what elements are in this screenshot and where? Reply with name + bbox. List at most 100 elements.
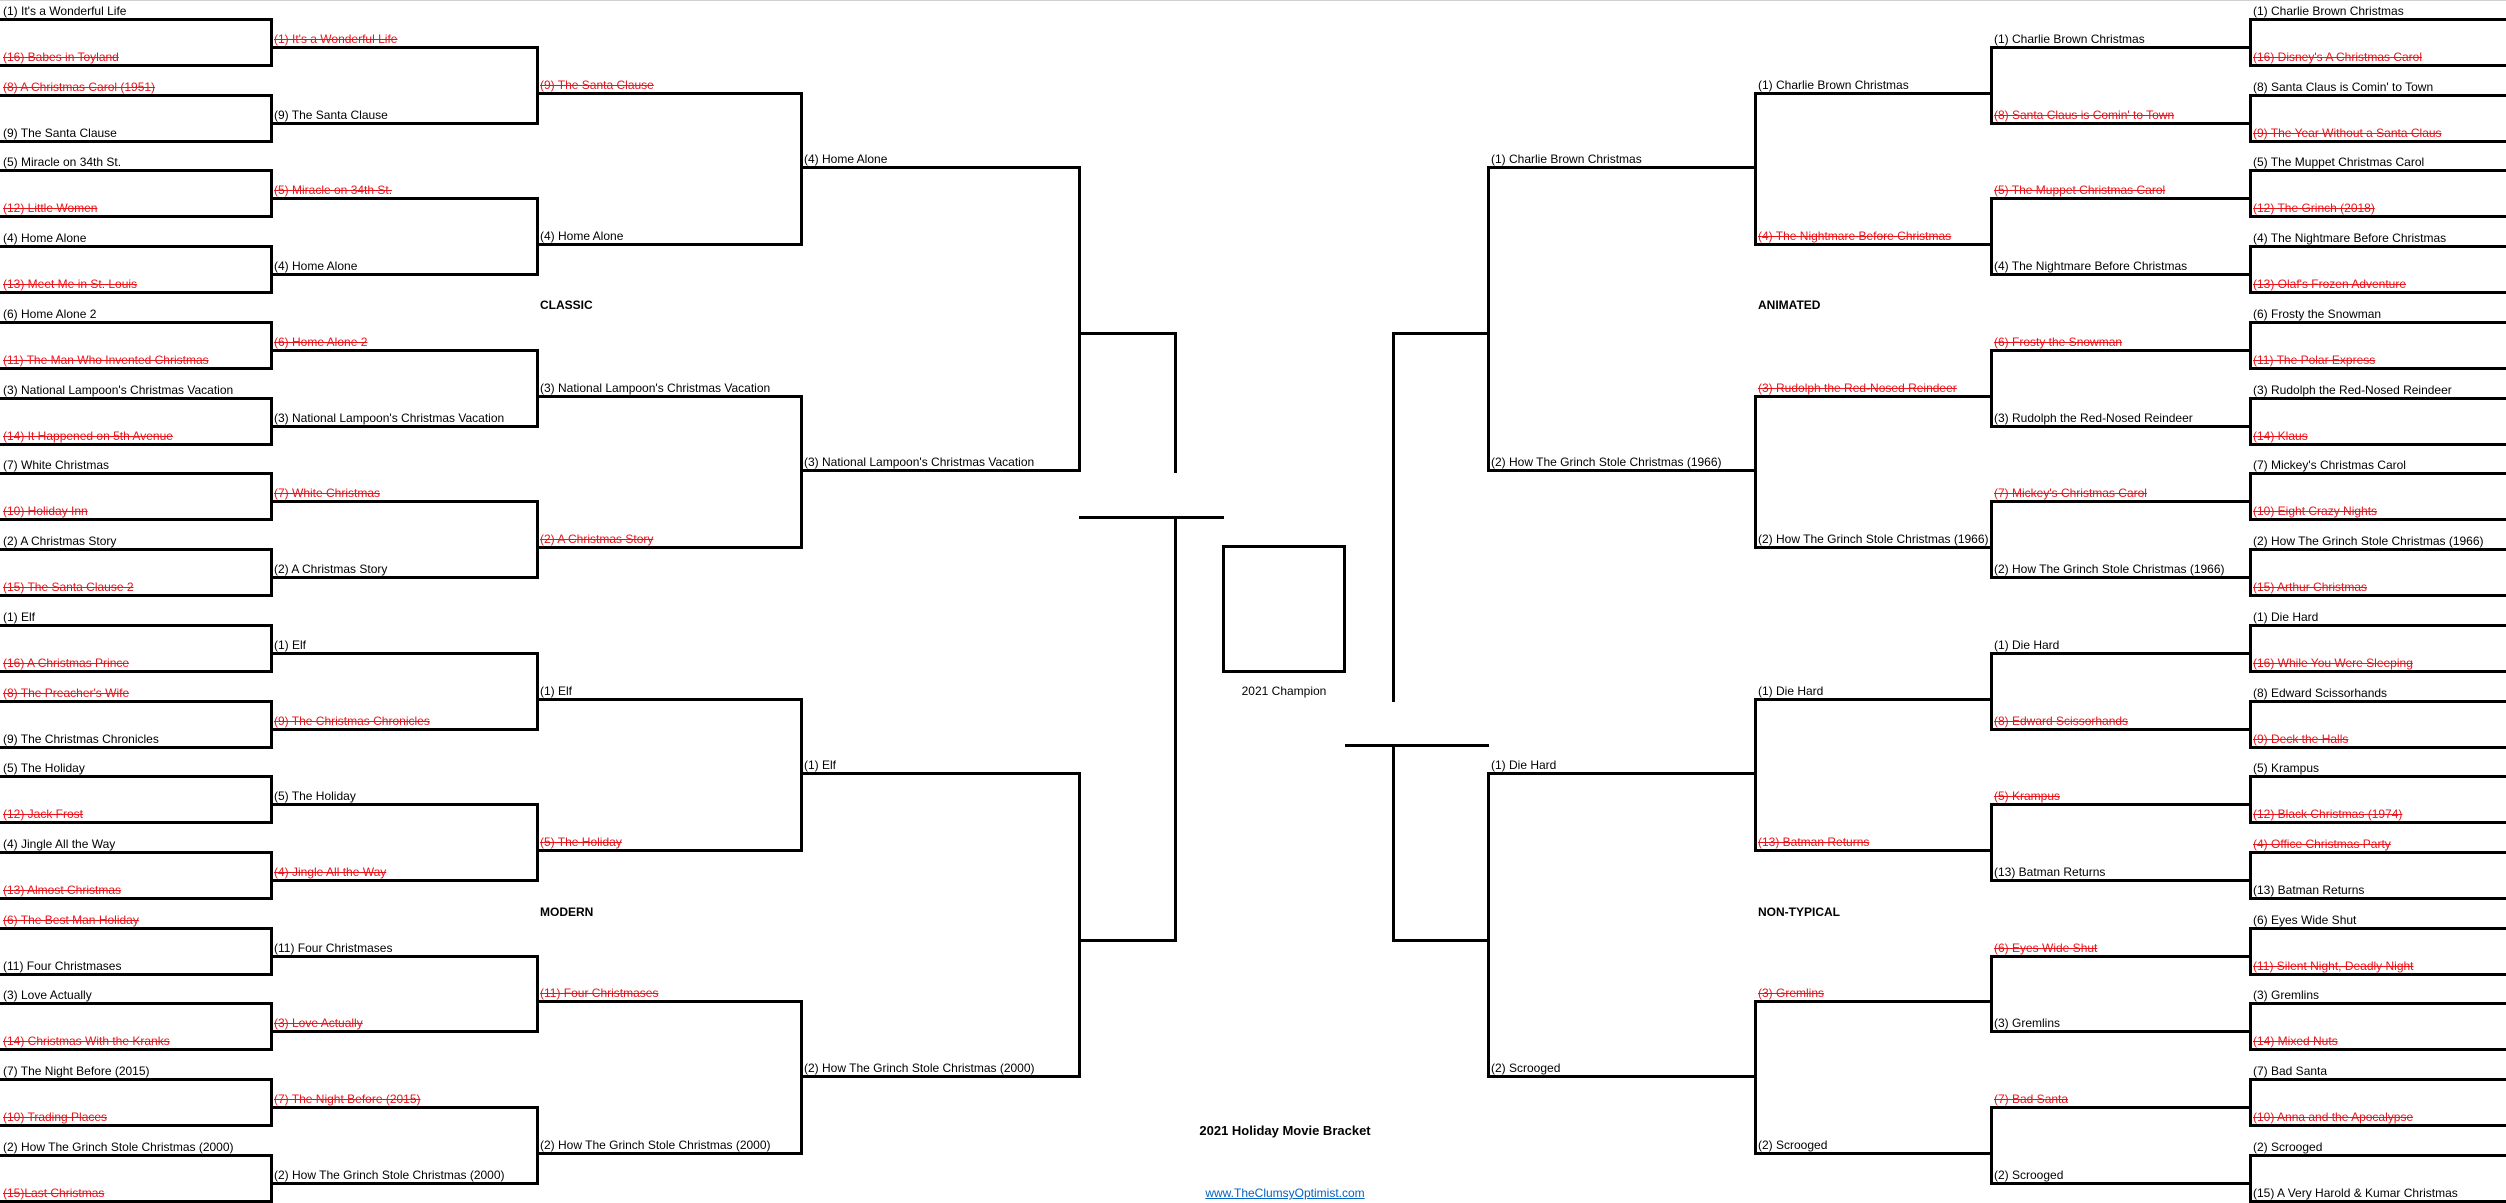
left-round2-entry[interactable]: (7) White Christmas <box>274 486 381 500</box>
right-round2-entry[interactable]: (4) The Nightmare Before Christmas <box>1994 259 2188 273</box>
right-round3-entry[interactable]: (3) Gremlins <box>1758 986 1825 1000</box>
left-round3-entry[interactable]: (5) The Holiday <box>540 835 622 849</box>
right-round2-entry[interactable]: (3) Gremlins <box>1994 1016 2061 1030</box>
left-round2-entry[interactable]: (1) It's a Wonderful Life <box>274 32 398 46</box>
left-round1-entry[interactable]: (1) It's a Wonderful Life <box>3 4 127 18</box>
right-round2-entry[interactable]: (6) Frosty the Snowman <box>1994 335 2123 349</box>
left-round1-entry[interactable]: (16) Babes in Toyland <box>3 50 119 64</box>
website-link[interactable]: www.TheClumsyOptimist.com <box>1205 1186 1365 1200</box>
right-round4-entry[interactable]: (2) Scrooged <box>1491 1061 1561 1075</box>
left-round4-entry[interactable]: (2) How The Grinch Stole Christmas (2000… <box>804 1061 1035 1075</box>
left-round3-entry[interactable]: (9) The Santa Clause <box>540 78 654 92</box>
left-round1-entry[interactable]: (13) Meet Me in St. Louis <box>3 277 138 291</box>
left-round1-entry[interactable]: (12) Jack Frost <box>3 807 84 821</box>
right-round1-entry[interactable]: (2) Scrooged <box>2253 1140 2323 1154</box>
left-round2-entry[interactable]: (5) The Holiday <box>274 789 356 803</box>
right-round1-entry[interactable]: (5) The Muppet Christmas Carol <box>2253 155 2425 169</box>
left-round2-entry[interactable]: (4) Jingle All the Way <box>274 865 387 879</box>
right-round2-entry[interactable]: (8) Santa Claus is Comin' to Town <box>1994 108 2175 122</box>
left-round1-entry[interactable]: (3) Love Actually <box>3 988 92 1002</box>
right-round3-entry[interactable]: (4) The Nightmare Before Christmas <box>1758 229 1952 243</box>
right-round2-entry[interactable]: (2) How The Grinch Stole Christmas (1966… <box>1994 562 2225 576</box>
right-round4-entry[interactable]: (2) How The Grinch Stole Christmas (1966… <box>1491 455 1722 469</box>
right-round1-entry[interactable]: (7) Mickey's Christmas Carol <box>2253 458 2406 472</box>
right-round1-entry[interactable]: (11) Silent Night, Deadly Night <box>2253 959 2414 973</box>
right-round1-entry[interactable]: (5) Krampus <box>2253 761 2320 775</box>
left-round2-entry[interactable]: (9) The Christmas Chronicles <box>274 714 430 728</box>
left-round2-entry[interactable]: (3) National Lampoon's Christmas Vacatio… <box>274 411 505 425</box>
right-round1-entry[interactable]: (1) Charlie Brown Christmas <box>2253 4 2404 18</box>
right-round1-entry[interactable]: (3) Rudolph the Red-Nosed Reindeer <box>2253 383 2452 397</box>
right-round1-entry[interactable]: (16) Disney's A Christmas Carol <box>2253 50 2423 64</box>
right-round3-entry[interactable]: (3) Rudolph the Red-Nosed Reindeer <box>1758 381 1957 395</box>
left-round2-entry[interactable]: (2) A Christmas Story <box>274 562 388 576</box>
left-round3-entry[interactable]: (11) Four Christmases <box>540 986 659 1000</box>
left-round1-entry[interactable]: (15) The Santa Clause 2 <box>3 580 134 594</box>
left-round1-entry[interactable]: (4) Jingle All the Way <box>3 837 116 851</box>
right-round1-entry[interactable]: (9) Deck the Halls <box>2253 732 2349 746</box>
left-round3-entry[interactable]: (4) Home Alone <box>540 229 624 243</box>
right-round3-entry[interactable]: (2) Scrooged <box>1758 1138 1828 1152</box>
right-round1-entry[interactable]: (6) Frosty the Snowman <box>2253 307 2382 321</box>
left-round3-entry[interactable]: (3) National Lampoon's Christmas Vacatio… <box>540 381 771 395</box>
left-round1-entry[interactable]: (9) The Santa Clause <box>3 126 117 140</box>
left-round1-entry[interactable]: (13) Almost Christmas <box>3 883 122 897</box>
right-round2-entry[interactable]: (5) The Muppet Christmas Carol <box>1994 183 2166 197</box>
left-round1-entry[interactable]: (11) The Man Who Invented Christmas <box>3 353 209 367</box>
right-round1-entry[interactable]: (16) While You Were Sleeping <box>2253 656 2413 670</box>
right-round1-entry[interactable]: (8) Santa Claus is Comin' to Town <box>2253 80 2434 94</box>
right-round1-entry[interactable]: (12) Black Christmas (1974) <box>2253 807 2403 821</box>
left-round1-entry[interactable]: (7) White Christmas <box>3 458 110 472</box>
left-round1-entry[interactable]: (16) A Christmas Prince <box>3 656 130 670</box>
right-round2-entry[interactable]: (5) Krampus <box>1994 789 2061 803</box>
left-round2-entry[interactable]: (1) Elf <box>274 638 307 652</box>
left-round1-entry[interactable]: (8) A Christmas Carol (1951) <box>3 80 156 94</box>
left-round2-entry[interactable]: (4) Home Alone <box>274 259 358 273</box>
right-round4-entry[interactable]: (1) Die Hard <box>1491 758 1557 772</box>
right-round3-entry[interactable]: (1) Die Hard <box>1758 684 1824 698</box>
left-round1-entry[interactable]: (14) Christmas With the Kranks <box>3 1034 170 1048</box>
left-round4-entry[interactable]: (1) Elf <box>804 758 837 772</box>
right-round1-entry[interactable]: (15) A Very Harold & Kumar Christmas <box>2253 1186 2458 1200</box>
right-round2-entry[interactable]: (1) Die Hard <box>1994 638 2060 652</box>
left-round1-entry[interactable]: (15)Last Christmas <box>3 1186 105 1200</box>
right-round3-entry[interactable]: (13) Batman Returns <box>1758 835 1870 849</box>
right-round1-entry[interactable]: (11) The Polar Express <box>2253 353 2376 367</box>
right-round1-entry[interactable]: (7) Bad Santa <box>2253 1064 2328 1078</box>
left-round1-entry[interactable]: (10) Trading Places <box>3 1110 108 1124</box>
right-round1-entry[interactable]: (8) Edward Scissorhands <box>2253 686 2388 700</box>
right-round2-entry[interactable]: (3) Rudolph the Red-Nosed Reindeer <box>1994 411 2193 425</box>
right-round1-entry[interactable]: (13) Olaf's Frozen Adventure <box>2253 277 2407 291</box>
right-round2-entry[interactable]: (8) Edward Scissorhands <box>1994 714 2129 728</box>
left-round2-entry[interactable]: (11) Four Christmases <box>274 941 393 955</box>
left-round2-entry[interactable]: (2) How The Grinch Stole Christmas (2000… <box>274 1168 505 1182</box>
left-round4-entry[interactable]: (3) National Lampoon's Christmas Vacatio… <box>804 455 1035 469</box>
left-round1-entry[interactable]: (12) Little Women <box>3 201 98 215</box>
left-round1-entry[interactable]: (10) Holiday Inn <box>3 504 88 518</box>
left-round1-entry[interactable]: (6) The Best Man Holiday <box>3 913 139 927</box>
right-round1-entry[interactable]: (12) The Grinch (2018) <box>2253 201 2375 215</box>
left-round1-entry[interactable]: (14) It Happened on 5th Avenue <box>3 429 173 443</box>
right-round2-entry[interactable]: (7) Bad Santa <box>1994 1092 2069 1106</box>
right-round2-entry[interactable]: (13) Batman Returns <box>1994 865 2106 879</box>
left-round1-entry[interactable]: (3) National Lampoon's Christmas Vacatio… <box>3 383 234 397</box>
left-round2-entry[interactable]: (9) The Santa Clause <box>274 108 388 122</box>
right-round1-entry[interactable]: (4) The Nightmare Before Christmas <box>2253 231 2447 245</box>
right-round2-entry[interactable]: (1) Charlie Brown Christmas <box>1994 32 2145 46</box>
left-round1-entry[interactable]: (1) Elf <box>3 610 36 624</box>
left-round1-entry[interactable]: (5) The Holiday <box>3 761 85 775</box>
right-round1-entry[interactable]: (13) Batman Returns <box>2253 883 2365 897</box>
left-round3-entry[interactable]: (1) Elf <box>540 684 573 698</box>
right-round3-entry[interactable]: (2) How The Grinch Stole Christmas (1966… <box>1758 532 1989 546</box>
left-round2-entry[interactable]: (5) Miracle on 34th St. <box>274 183 393 197</box>
right-round1-entry[interactable]: (2) How The Grinch Stole Christmas (1966… <box>2253 534 2484 548</box>
left-round2-entry[interactable]: (6) Home Alone 2 <box>274 335 368 349</box>
left-round2-entry[interactable]: (7) The Night Before (2015) <box>274 1092 421 1106</box>
left-round1-entry[interactable]: (5) Miracle on 34th St. <box>3 155 122 169</box>
left-round4-entry[interactable]: (4) Home Alone <box>804 152 888 166</box>
right-round1-entry[interactable]: (15) Arthur Christmas <box>2253 580 2368 594</box>
right-round1-entry[interactable]: (14) Klaus <box>2253 429 2308 443</box>
right-round1-entry[interactable]: (6) Eyes Wide Shut <box>2253 913 2357 927</box>
right-round1-entry[interactable]: (9) The Year Without a Santa Claus <box>2253 126 2442 140</box>
champion-box[interactable] <box>1222 545 1346 673</box>
